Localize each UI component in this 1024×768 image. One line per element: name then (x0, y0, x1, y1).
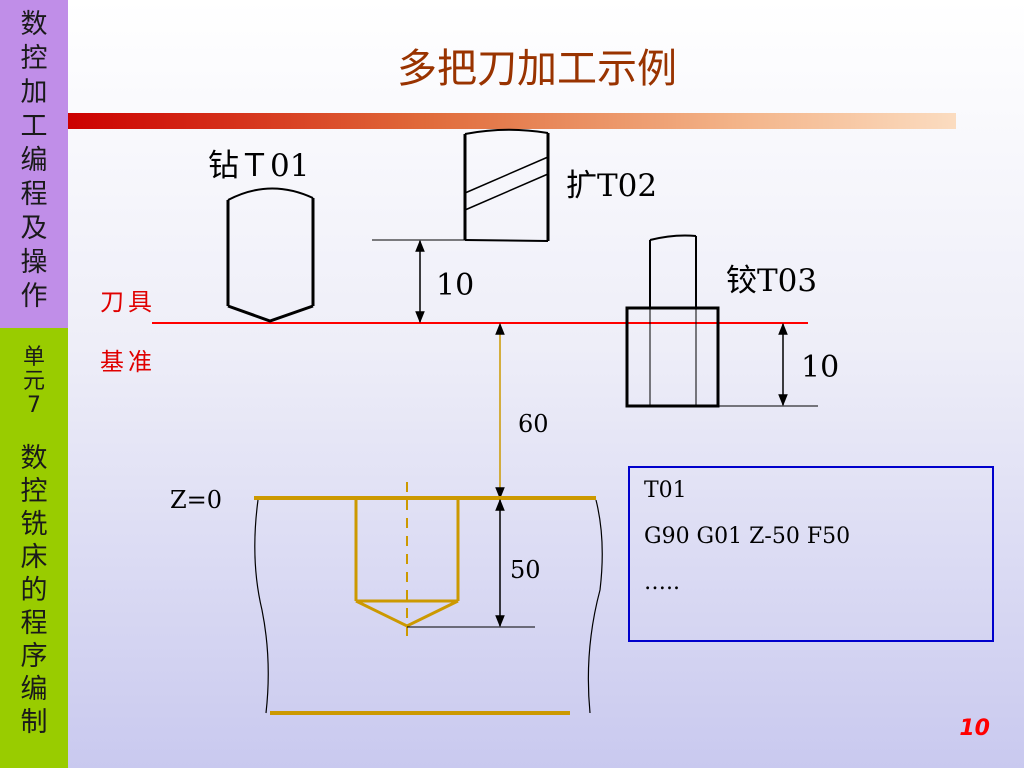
drill-t01-label: 钻Ｔ01 (208, 148, 310, 184)
dimension-50 (407, 498, 535, 628)
sidebar-char: 数 (20, 443, 48, 474)
code-line-1: T01 (644, 478, 687, 503)
sidebar-char: 数 (20, 9, 48, 40)
slide-title: 多把刀加工示例 (397, 46, 677, 92)
reference-label-line1: 刀具 (100, 288, 156, 316)
sidebar-char: 制 (20, 707, 48, 738)
sidebar-char: 编 (20, 674, 48, 705)
sidebar-char: 作 (20, 281, 48, 312)
sidebar-char: 7 (27, 393, 41, 418)
sidebar-char: 操 (20, 247, 48, 278)
sidebar-char: 工 (20, 111, 48, 142)
dimension-10-right (718, 322, 818, 407)
dimension-10-left-label: 10 (436, 268, 475, 303)
sidebar-char: 铣 (20, 509, 48, 540)
sidebar-unit-label: 单 元 7 (0, 346, 68, 418)
ream-t03-label: 铰T03 (726, 263, 818, 299)
sidebar-unit-panel: 单 元 7 数 控 铣 床 的 程 序 编 制 (0, 328, 68, 768)
expand-t02-label: 扩T02 (566, 168, 658, 204)
sidebar-char: 元 (22, 369, 45, 394)
reference-label-line2: 基准 (100, 348, 156, 376)
nc-code-box: T01 G90 G01 Z-50 F50 ….. (628, 466, 994, 642)
dimension-10-left (372, 239, 465, 324)
title-underline-bar (68, 113, 956, 129)
drill-tool-t01 (226, 187, 315, 323)
sidebar-char: 控 (20, 43, 48, 74)
sidebar-char: 序 (20, 641, 48, 672)
sidebar-course-title: 数 控 加 工 编 程 及 操 作 (0, 8, 68, 314)
workpiece (254, 482, 603, 715)
dimension-50-label: 50 (510, 556, 541, 584)
sidebar-char: 及 (20, 213, 48, 244)
sidebar-char: 程 (20, 179, 48, 210)
page-number: 10 (959, 716, 990, 741)
sidebar-char: 的 (20, 575, 48, 606)
ream-tool-t03 (625, 234, 720, 408)
sidebar-char: 床 (20, 542, 48, 573)
sidebar-char: 加 (20, 77, 48, 108)
z-zero-label: Z=0 (170, 486, 223, 514)
code-line-3: ….. (644, 570, 680, 595)
sidebar-char: 控 (20, 476, 48, 507)
dimension-10-right-label: 10 (801, 350, 840, 385)
sidebar-char: 单 (22, 345, 45, 370)
code-line-2: G90 G01 Z-50 F50 (644, 524, 851, 549)
sidebar-char: 程 (20, 608, 48, 639)
sidebar-unit-title: 数 控 铣 床 的 程 序 编 制 (0, 442, 68, 739)
dimension-60-label: 60 (518, 410, 549, 438)
expand-tool-t02 (463, 128, 550, 242)
sidebar-course-panel: 数 控 加 工 编 程 及 操 作 (0, 0, 68, 328)
sidebar-char: 编 (20, 145, 48, 176)
